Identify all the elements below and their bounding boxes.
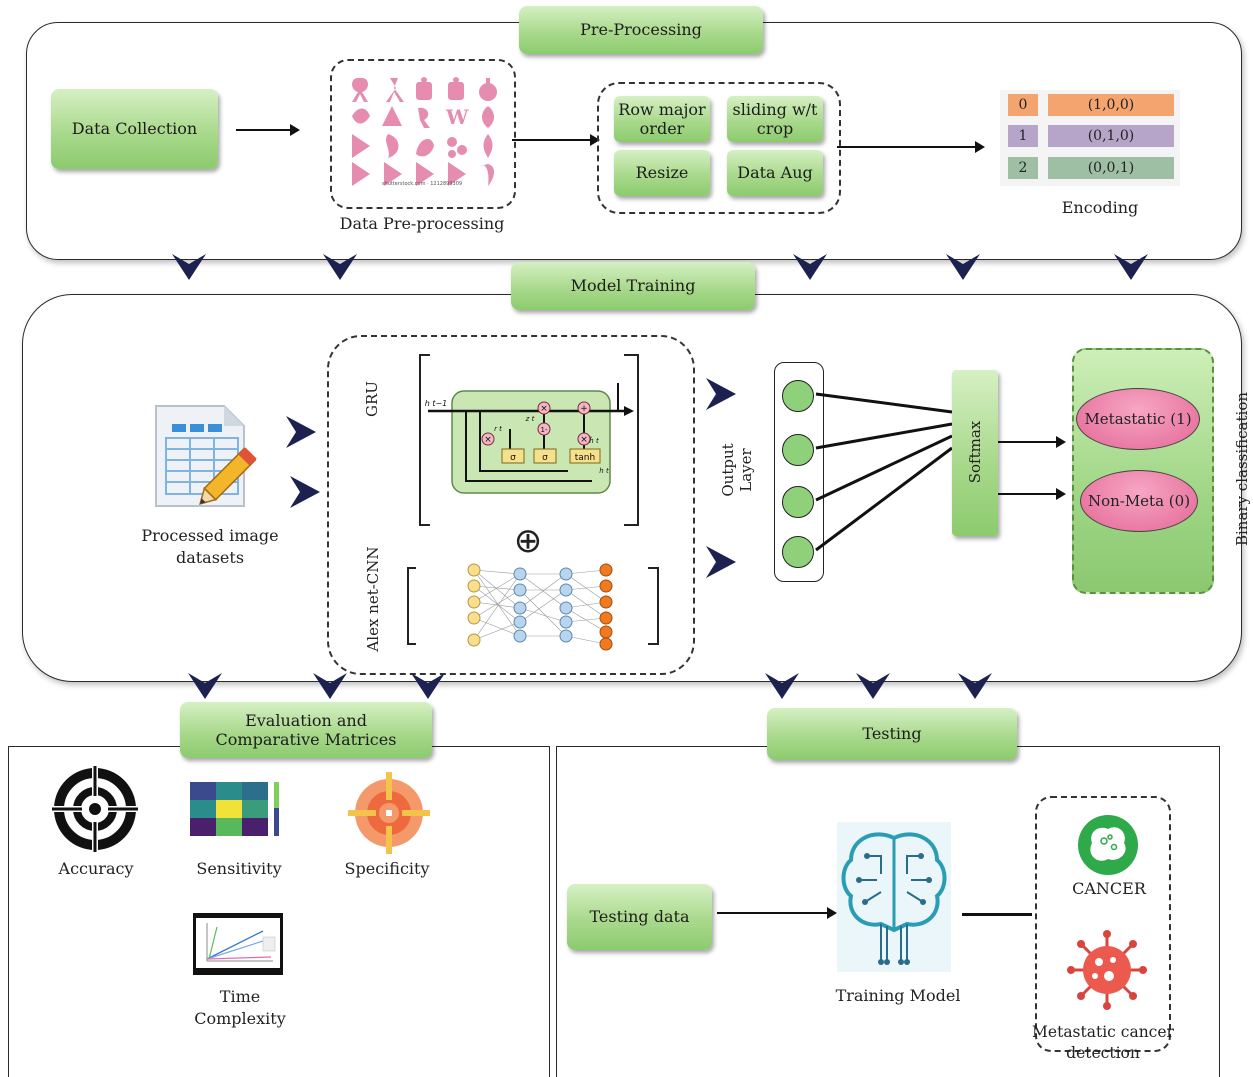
gru-gate-label: tanh	[575, 453, 595, 463]
data-preprocessing-label: Data Pre-processing	[339, 214, 505, 233]
specificity-label: Specificity	[344, 859, 430, 878]
arrow-collection-to-images	[236, 124, 300, 136]
gru-symbol: z t	[525, 415, 535, 423]
training-model-label: Training Model	[835, 986, 961, 1005]
chevron-down-icon	[856, 673, 890, 699]
processed-datasets-label: Processed image datasets	[141, 526, 279, 568]
detection-label: Metastatic cancer detection	[1032, 1023, 1174, 1062]
spreadsheet-pencil-icon	[155, 405, 257, 507]
time-complexity-chart-icon	[193, 913, 283, 975]
gru-op-label: +	[580, 404, 588, 414]
output-to-softmax-lines	[815, 392, 953, 552]
chevron-down-icon	[172, 254, 206, 280]
output-node	[782, 380, 814, 412]
chevron-right-icon	[290, 476, 320, 508]
arrow-images-to-steps	[512, 134, 600, 146]
chevron-down-icon	[793, 254, 827, 280]
resize-step: Resize	[614, 150, 710, 196]
encoding-code-2: (0,0,1)	[1048, 157, 1174, 179]
accuracy-label: Accuracy	[58, 859, 134, 878]
encoding-code-1: (0,1,0)	[1048, 125, 1174, 147]
softmax-box	[952, 370, 998, 536]
data-collection-box: Data Collection	[51, 89, 218, 169]
brain-circuit-icon	[837, 822, 951, 972]
output-layer-label: Output Layer	[719, 443, 755, 497]
detection-box	[1035, 796, 1171, 1052]
gru-symbol: r t	[494, 425, 502, 433]
time-complexity-label: Time Complexity	[194, 987, 286, 1029]
model-to-output-line	[962, 913, 1032, 916]
softmax-label: Softmax	[966, 420, 984, 484]
encoding-index-0: 0	[1008, 94, 1038, 116]
target-icon	[52, 766, 138, 852]
gru-symbol: h t	[599, 467, 609, 475]
cancer-cell-icon	[1078, 815, 1138, 875]
virus-icon	[1067, 930, 1147, 1010]
output-node	[782, 434, 814, 466]
sliding-crop-step: sliding w/t crop	[727, 96, 823, 142]
sample-images-box	[330, 59, 516, 209]
svg-text:W: W	[445, 105, 469, 129]
ribbon-images-grid: W	[352, 77, 497, 186]
chevron-down-icon	[1114, 254, 1148, 280]
gru-op-label: ×	[540, 404, 548, 414]
encoding-label: Encoding	[1061, 198, 1139, 217]
image-caption: shutterstock.com · 1212899309	[381, 181, 463, 187]
encoding-code-0: (1,0,0)	[1048, 94, 1174, 116]
chevron-right-icon	[706, 546, 736, 578]
testing-data-box: Testing data	[567, 884, 712, 950]
gru-cell-diagram: σ σ tanh × × 1- + × h t−1 z t r t h̃ t h…	[419, 354, 639, 526]
sensitivity-label: Sensitivity	[196, 859, 282, 878]
arrow-steps-to-encoding	[837, 141, 985, 153]
data-aug-step: Data Aug	[727, 150, 823, 196]
gru-gate-label: σ	[510, 453, 516, 463]
chevron-down-icon	[313, 673, 347, 699]
encoding-index-2: 2	[1008, 157, 1038, 179]
arrow-testing-to-model	[717, 907, 837, 919]
confusion-matrix-icon	[176, 778, 288, 846]
chevron-right-icon	[706, 378, 736, 410]
preprocessing-title: Pre-Processing	[519, 6, 763, 54]
encoding-index-1: 1	[1008, 125, 1038, 147]
model-training-title: Model Training	[511, 262, 755, 310]
chevron-right-icon	[286, 416, 316, 448]
gru-op-label: 1-	[541, 426, 548, 434]
chevron-down-icon	[946, 254, 980, 280]
chevron-down-icon	[323, 254, 357, 280]
binary-classification-label: Binary classification	[1233, 391, 1251, 547]
gru-symbol: h̃ t	[589, 437, 599, 445]
row-major-step: Row major order	[614, 96, 710, 142]
gru-label: GRU	[363, 381, 381, 417]
output-node	[782, 536, 814, 568]
chevron-down-icon	[188, 673, 222, 699]
cancer-label: CANCER	[1072, 879, 1146, 898]
metastatic-class: Metastatic (1)	[1076, 388, 1200, 450]
gru-gate-label: σ	[542, 453, 548, 463]
evaluation-title: Evaluation and Comparative Matrices	[180, 702, 432, 758]
gru-op-label: ×	[580, 435, 588, 445]
alexnet-cnn-diagram	[407, 563, 659, 651]
gru-cnn-box	[327, 335, 695, 675]
gru-prev-state: h t−1	[425, 399, 448, 408]
testing-title: Testing	[767, 708, 1017, 760]
chevron-down-icon	[765, 673, 799, 699]
alexnet-label: Alex net-CNN	[364, 546, 382, 652]
gru-op-label: ×	[484, 435, 492, 445]
chevron-down-icon	[411, 673, 445, 699]
specificity-target-icon	[348, 772, 430, 854]
chevron-down-icon	[958, 673, 992, 699]
output-node	[782, 486, 814, 518]
softmax-arrows	[998, 436, 1066, 500]
non-meta-class: Non-Meta (0)	[1080, 470, 1198, 532]
plus-circle-icon: ⊕	[513, 521, 543, 561]
